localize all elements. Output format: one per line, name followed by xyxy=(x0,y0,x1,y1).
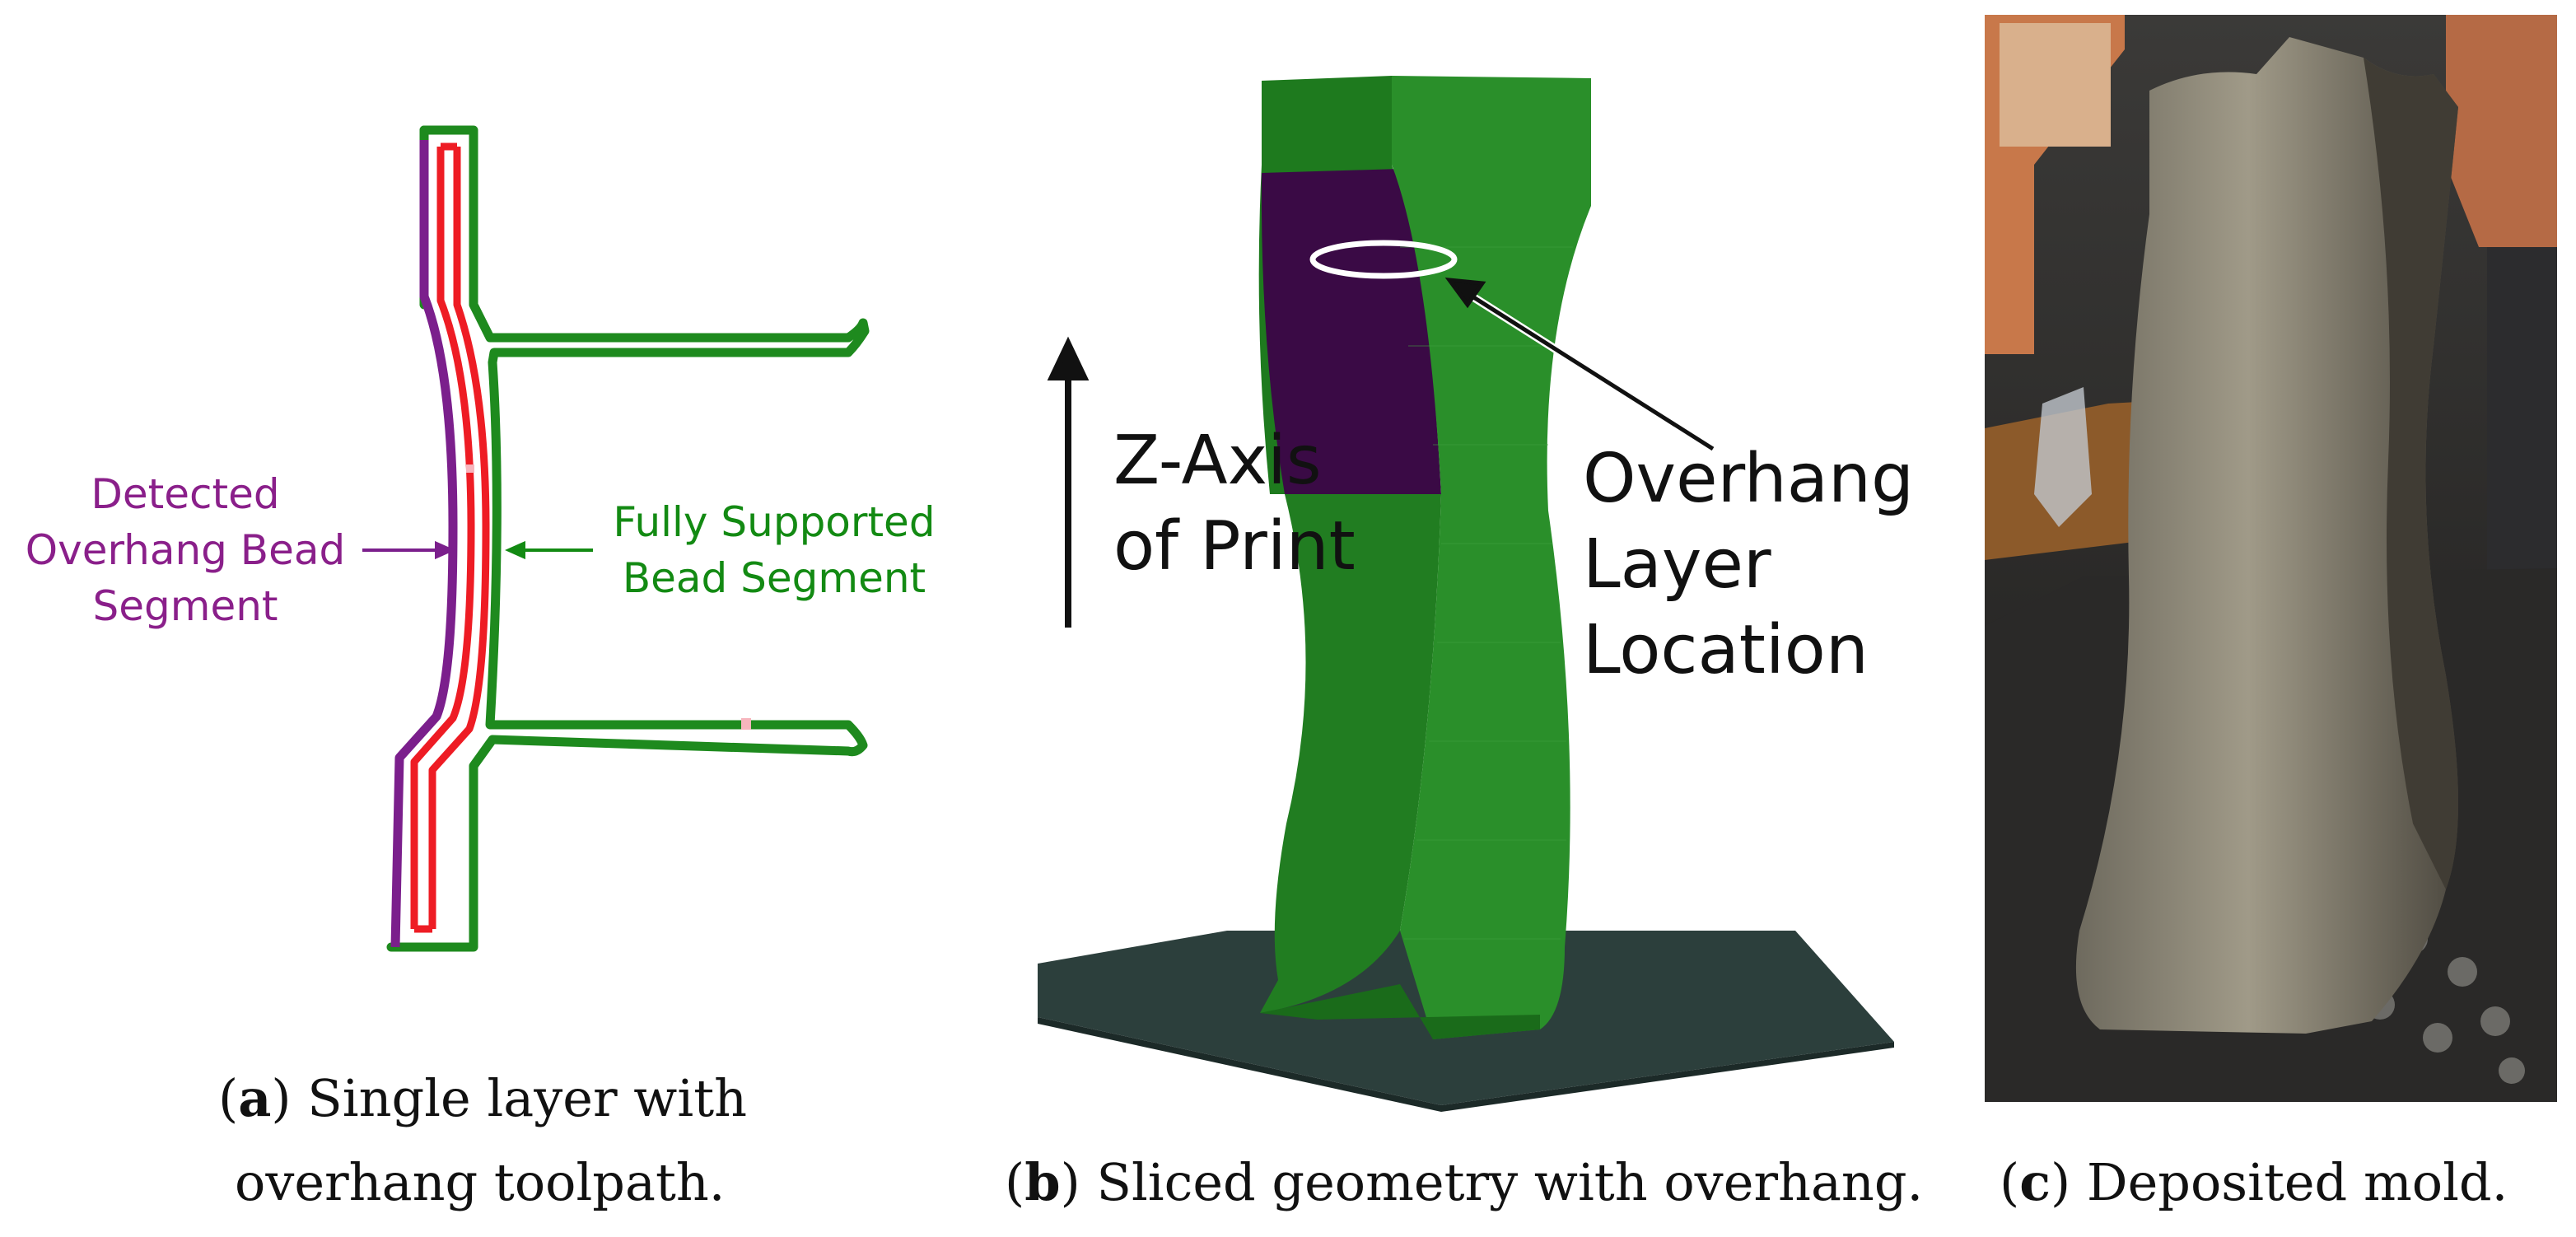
caption-a-line1: Single layer with xyxy=(291,1068,748,1128)
marker-dot xyxy=(466,464,474,473)
overhang-layer-ellipse xyxy=(1309,240,1458,279)
location-label-line3: Location xyxy=(1583,611,1869,689)
supported-bead-outline xyxy=(386,125,870,952)
tower-overhang-region xyxy=(1261,169,1441,494)
caption-c-text: Deposited mold. xyxy=(2070,1152,2508,1212)
tower-base-flange xyxy=(1260,984,1540,1039)
caption-c: (c) Deposited mold. xyxy=(2000,1152,2508,1212)
caption-a-line2: overhang toolpath. xyxy=(235,1152,726,1212)
supported-label-line2: Bead Segment xyxy=(622,554,926,602)
plastic-bag xyxy=(2034,387,2092,527)
overhang-pointer-arrow xyxy=(362,540,455,560)
caption-b-text: Sliced geometry with overhang. xyxy=(1080,1152,1924,1212)
caption-a: (a) Single layer with xyxy=(218,1068,748,1128)
sliced-geometry-render xyxy=(1038,76,1894,1112)
z-axis-label-line1: Z-Axis xyxy=(1113,422,1322,500)
robot-arm-right xyxy=(2446,15,2557,247)
right-panel-window xyxy=(2487,247,2557,601)
red-bead-inner-right xyxy=(428,147,490,929)
panel-b-sliced-geometry: Z-Axis of Print Overhang Layer Location … xyxy=(972,0,1985,1237)
caption-b: (b) Sliced geometry with overhang. xyxy=(1005,1152,1924,1212)
tower-right-face xyxy=(1392,76,1591,1039)
tower-left-face-lower xyxy=(1260,494,1441,1013)
robot-label-plate xyxy=(2000,23,2111,147)
caption-c-letter: c xyxy=(2019,1152,2051,1212)
location-label-line2: Layer xyxy=(1583,525,1771,604)
toolpath-diagram xyxy=(362,125,870,952)
caption-a-letter: a xyxy=(238,1068,272,1128)
overhang-location-arrow-outline xyxy=(1444,277,1715,451)
overhang-label-line2: Overhang Bead xyxy=(25,526,346,574)
z-axis-label-line2: of Print xyxy=(1113,507,1356,586)
location-label-line1: Overhang xyxy=(1583,440,1915,518)
overhang-bead-label: Detected Overhang Bead Segment xyxy=(8,466,362,634)
red-bead-inner-left xyxy=(410,147,475,929)
z-axis-label: Z-Axis of Print xyxy=(1113,418,1356,590)
overhang-label-line1: Detected xyxy=(91,470,280,518)
deposited-mold-photo xyxy=(1985,15,2557,1102)
panel-c-deposited-mold: (c) Deposited mold. xyxy=(1985,0,2576,1237)
marker-dot xyxy=(741,718,751,730)
caption-a-line2-block: overhang toolpath. xyxy=(235,1148,726,1217)
panel-a-single-layer: Detected Overhang Bead Segment Fully Sup… xyxy=(0,0,972,1237)
mold-dark-edge xyxy=(2364,58,2458,889)
z-axis-arrow xyxy=(1047,336,1090,628)
overhang-label-line3: Segment xyxy=(92,582,278,630)
supported-bead-label: Fully Supported Bead Segment xyxy=(576,494,972,606)
supported-label-line1: Fully Supported xyxy=(613,498,936,546)
overhang-bead-outline xyxy=(390,140,458,948)
mold-body xyxy=(2075,37,2458,1034)
overhang-location-label: Overhang Layer Location xyxy=(1583,436,1914,693)
supported-pointer-arrow xyxy=(505,540,593,560)
caption-b-letter: b xyxy=(1024,1152,1061,1212)
